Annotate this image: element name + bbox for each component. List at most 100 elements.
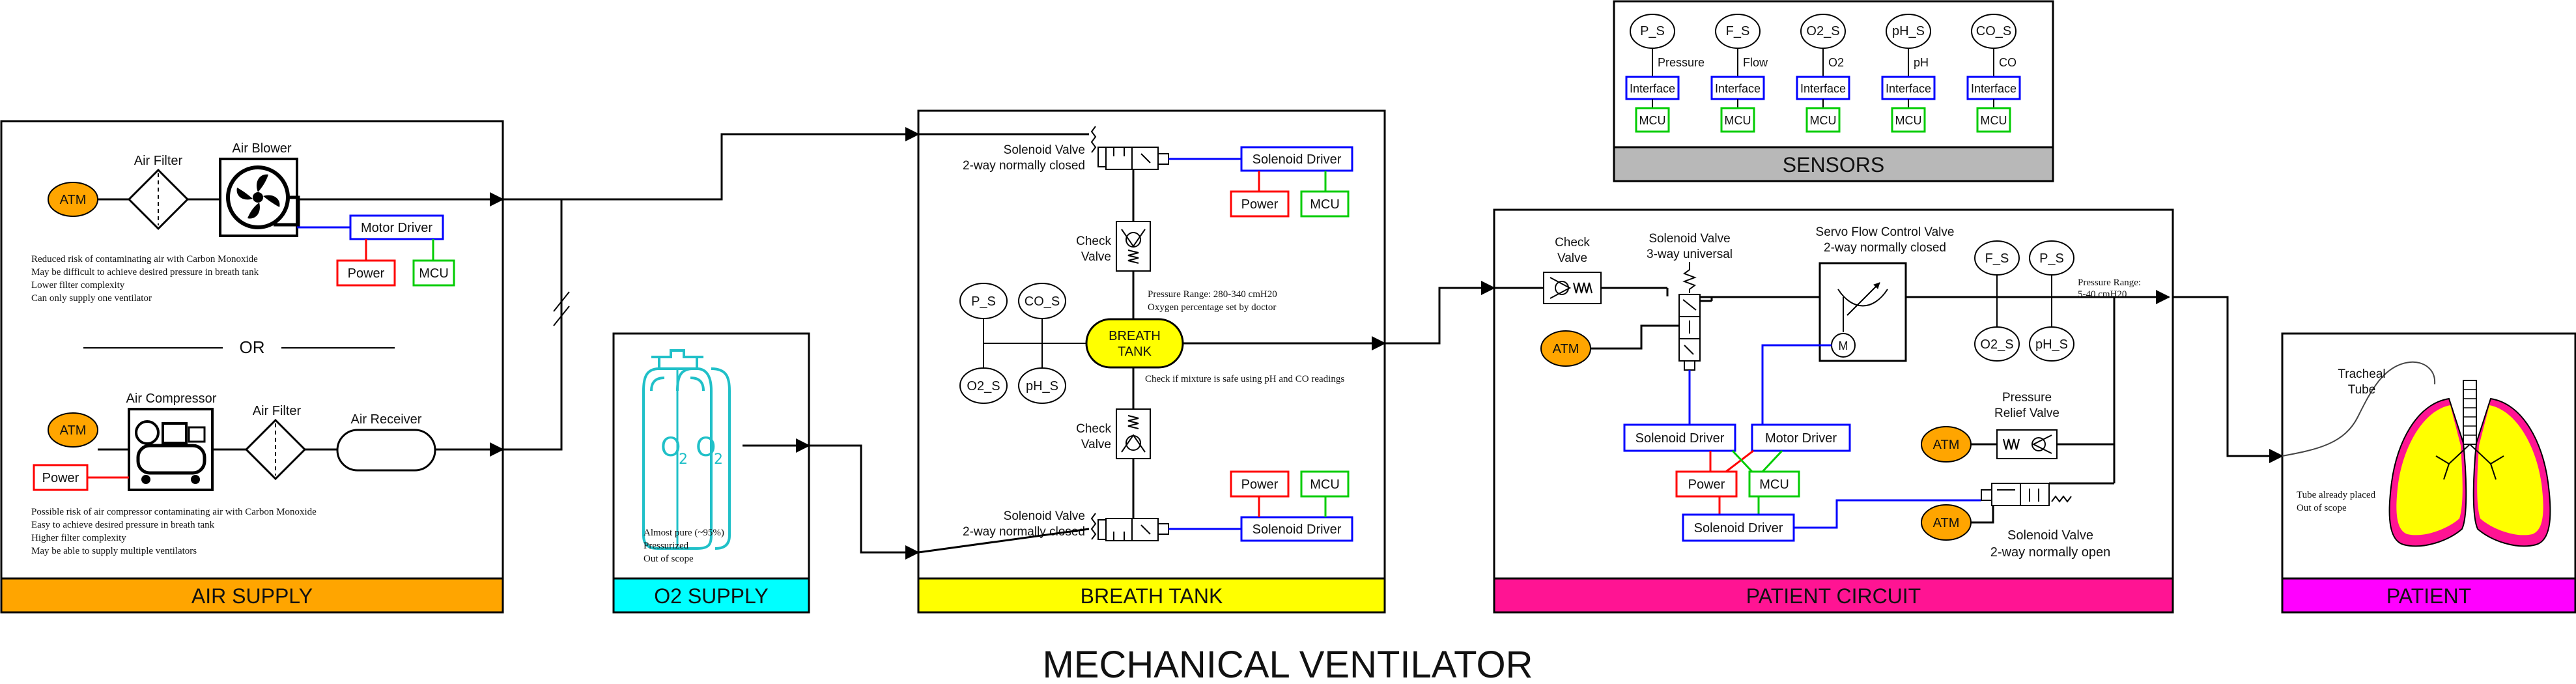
valve3-label: 3-way universal <box>1647 248 1733 261</box>
sensor-ph-s: pH_S <box>2035 337 2068 352</box>
motor-driver-label: Motor Driver <box>1765 431 1837 446</box>
sensors-banner-label: SENSORS <box>1783 153 1884 177</box>
safety-note: Check if mixture is safe using pH and CO… <box>1145 374 1344 384</box>
air-supply-banner <box>0 577 504 614</box>
sensor-o2-s: O2_S <box>1980 337 2013 352</box>
sensor-column-flow: F_S Flow Interface MCU <box>1710 14 1768 133</box>
air-receiver-label: Air Receiver <box>351 412 422 427</box>
patient-banner <box>2281 577 2576 614</box>
air-blower-label: Air Blower <box>232 141 291 156</box>
check-valve-icon <box>1543 272 1602 304</box>
check-valve-icon <box>1116 408 1151 459</box>
atm-label: ATM <box>1553 342 1579 356</box>
patient-circuit-banner <box>1493 577 2174 614</box>
interface-box: Interface <box>1715 82 1761 95</box>
solenoid-driver-box <box>1240 516 1353 542</box>
compressor-note: Higher filter complexity <box>31 533 126 543</box>
sensor-co-s: CO_S <box>1025 294 1060 309</box>
mcu-box <box>1300 190 1350 218</box>
compressor-note: Possible risk of air compressor contamin… <box>31 507 317 517</box>
sensor-ph-s: pH_S <box>1892 24 1925 38</box>
air-compressor-label: Air Compressor <box>126 392 217 406</box>
pressure-range-note: 5-40 cmH20 <box>2078 289 2127 300</box>
o2-note: Almost pure (~95%) <box>644 528 724 538</box>
air-filter-icon <box>127 168 190 231</box>
valve-bottom-label: 2-way normally closed <box>963 525 1085 539</box>
atm-label: ATM <box>60 193 87 207</box>
motor-driver-box <box>349 214 444 240</box>
relief-valve-label: Relief Valve <box>1994 406 2059 420</box>
or-separator: OR <box>240 337 265 357</box>
power-box <box>33 464 89 491</box>
breath-tank-diagram: Solenoid Valve 2-way normally closed Sol… <box>918 126 1386 554</box>
air-compressor-icon <box>128 408 214 491</box>
svg-text:2: 2 <box>714 451 723 468</box>
sensor-p-s: P_S <box>1640 24 1665 38</box>
power-label: Power <box>42 471 79 485</box>
mcu-label: MCU <box>1759 477 1789 492</box>
servo-label: Servo Flow Control Valve <box>1816 225 1955 239</box>
air-compressor-path: ATM Air Compressor Power Air Filter Air … <box>31 392 504 556</box>
patient-circuit-diagram: Check Valve Solenoid Valve 3-way univers… <box>1494 225 2170 560</box>
power-box <box>1230 470 1290 498</box>
check-valve-label: Check <box>1076 422 1111 436</box>
mcu-box: MCU <box>1895 114 1922 127</box>
air-receiver-tank <box>336 429 436 472</box>
pressure-note: Oxygen percentage set by doctor <box>1148 302 1276 313</box>
patient-circuit-banner-label: PATIENT CIRCUIT <box>1746 584 1921 608</box>
valve-open-label: 2-way normally open <box>1990 545 2111 560</box>
power-box <box>1230 190 1290 218</box>
mcu-box: MCU <box>1725 114 1751 127</box>
sensor-ph-s: pH_S <box>1026 379 1058 393</box>
mcu-label: MCU <box>1310 477 1340 492</box>
pressure-note: Pressure Range: 280-340 cmH20 <box>1148 289 1277 300</box>
power-box <box>1675 470 1738 498</box>
blower-note: Reduced risk of contaminating air with C… <box>31 254 258 264</box>
interface-box: Interface <box>1630 82 1675 95</box>
mcu-label: MCU <box>419 266 449 281</box>
interface-box: Interface <box>1886 82 1931 95</box>
atm-label: ATM <box>1933 438 1960 452</box>
valve-top-label: 2-way normally closed <box>963 159 1085 173</box>
interface-box: Interface <box>1800 82 1846 95</box>
atm-circle <box>48 412 98 448</box>
sensor-co-s: CO_S <box>1976 24 2011 38</box>
motor-m-label: M <box>1839 339 1848 352</box>
solenoid-valve-icon <box>1090 513 1169 541</box>
svg-text:O: O <box>660 433 681 463</box>
check-valve-label: Check <box>1555 236 1590 249</box>
mcu-box <box>1300 470 1350 498</box>
mcu-label: MCU <box>1310 197 1340 212</box>
sensor-column-o2: O2_S O2 Interface MCU <box>1796 14 1850 133</box>
svg-text:O: O <box>696 433 716 463</box>
compressor-note: May be able to supply multiple ventilato… <box>31 546 197 556</box>
o2-note: Pressurized <box>644 541 689 551</box>
svg-text:2: 2 <box>679 451 688 468</box>
tank-label: BREATH <box>1109 329 1161 343</box>
lungs-icon <box>2282 361 2551 547</box>
check-valve-icon <box>1116 221 1151 272</box>
power-box <box>336 259 396 287</box>
tank-outlet-line <box>1385 281 1495 345</box>
blower-note: Can only supply one ventilator <box>31 293 152 304</box>
blower-note: Lower filter complexity <box>31 280 125 291</box>
mcu-box: MCU <box>1639 114 1666 127</box>
sensors-banner <box>1613 146 2054 182</box>
patient-note: Tube already placed <box>2297 490 2376 500</box>
tracheal-tube-label: Tube <box>2348 383 2376 397</box>
solenoid-driver-box <box>1623 423 1736 452</box>
air-blower-path: ATM Air Filter Air Blower Motor Driver P… <box>31 141 502 304</box>
solenoid-driver-label: Solenoid Driver <box>1635 431 1725 446</box>
air-line <box>456 127 920 451</box>
atm-label: ATM <box>1933 516 1960 530</box>
mcu-box <box>412 259 455 287</box>
check-valve-label: Valve <box>1081 250 1111 264</box>
breath-tank-banner-label: BREATH TANK <box>1081 584 1223 608</box>
sensor-p-s: P_S <box>2039 251 2064 266</box>
air-filter-icon <box>244 418 307 481</box>
o2-supply-banner-label: O2 SUPPLY <box>654 584 768 608</box>
relief-valve-icon <box>1996 429 2058 459</box>
relief-valve-label: Pressure <box>2002 391 2052 405</box>
mcu-box: MCU <box>1810 114 1837 127</box>
sensor-label-o2: O2 <box>1828 56 1844 69</box>
